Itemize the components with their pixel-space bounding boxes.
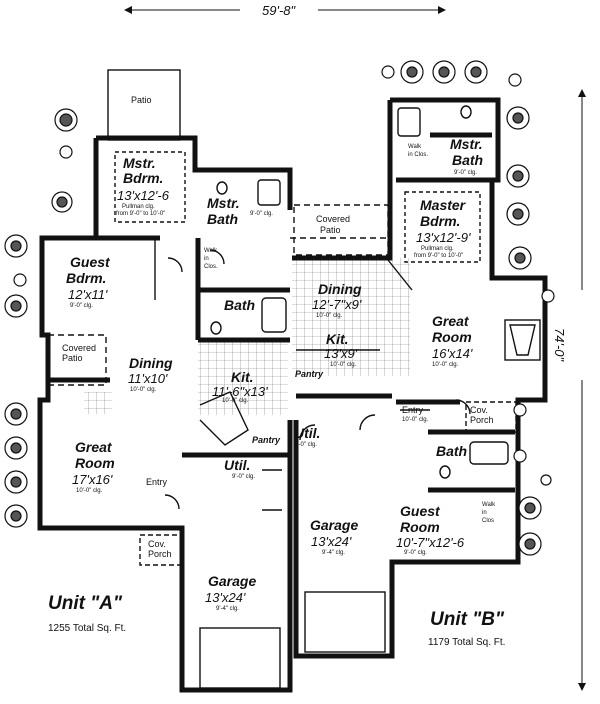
unit-b-walk-in2-l2: in <box>482 510 487 516</box>
unit-b-great-room-name1: Great <box>432 313 469 329</box>
unit-a-guest-bdrm-dim: 12'x11' <box>68 287 108 302</box>
unit-a-pantry-label: Pantry <box>252 435 281 445</box>
unit-b-mstr-bath-name2: Bath <box>452 152 484 168</box>
unit-a-walk-in-l1: Walk <box>204 248 218 254</box>
unit-a-dining-dim: 11'x10' <box>128 371 168 386</box>
unit-a-walls <box>37 135 293 693</box>
unit-b-util-note: 9'-0" clg. <box>294 442 317 448</box>
unit-a-garage-note: 9'-4" clg. <box>216 606 239 612</box>
unit-a-bath-label: Bath <box>224 297 256 313</box>
unit-a-walk-in-l3: Clos. <box>204 264 218 270</box>
unit-b-kit-note: 10'-0" clg. <box>330 362 357 368</box>
unit-b-dining-dim: 12'-7"x9' <box>312 297 362 312</box>
unit-a-mstr-bdrm-name1: Mstr. <box>123 155 156 171</box>
unit-a-kit-note: 10'-0" clg. <box>222 398 249 404</box>
unit-a-cov-porch-l1: Cov. <box>148 539 166 549</box>
unit-b-walk-in2-l1: Walk <box>482 502 496 508</box>
unit-b-bath-label: Bath <box>436 443 468 459</box>
unit-a-mstr-bdrm-note2: from 9'-0" to 10'-0" <box>116 211 166 217</box>
unit-a-great-room-note: 10'-0" clg. <box>76 488 103 494</box>
unit-a-cov-porch-l2: Porch <box>148 549 172 559</box>
unit-b-mstr-bath-name1: Mstr. <box>450 136 483 152</box>
unit-b-cov-porch-l2: Porch <box>470 415 494 425</box>
unit-b-guest-room-name2: Room <box>400 519 440 535</box>
unit-b-cov-porch-l1: Cov. <box>470 405 488 415</box>
unit-a-mstr-bdrm-note1: Pullman clg. <box>122 204 155 210</box>
unit-b-entry-name: Entry <box>402 405 424 415</box>
unit-a-dining-name: Dining <box>129 355 173 371</box>
unit-a-title: Unit "A" <box>48 593 122 614</box>
unit-a-great-room-name2: Room <box>75 455 115 471</box>
unit-a-guest-bdrm-name2: Bdrm. <box>66 270 107 286</box>
unit-b-garage-dim: 13'x24' <box>311 534 352 549</box>
unit-a-walk-in-l2: in <box>204 256 209 262</box>
unit-b-covered-patio-l1: Covered <box>316 214 351 224</box>
unit-b-master-bdrm-note2: from 9'-0" to 10'-0" <box>414 253 464 259</box>
unit-a-kit-dim: 11'-6"x13' <box>212 384 268 399</box>
unit-b-guest-room-dim: 10'-7"x12'-6 <box>396 535 465 550</box>
unit-b-master-bdrm-note1: Pullman clg. <box>421 246 454 252</box>
unit-a-mstr-bath-note: 9'-0" clg. <box>250 211 273 217</box>
unit-b-walk-in-l1: Walk <box>408 144 422 150</box>
unit-b-master-bdrm-dim: 13'x12'-9' <box>416 230 471 245</box>
unit-b-pantry-label: Pantry <box>295 369 324 379</box>
unit-a-guest-bdrm-name1: Guest <box>70 254 110 270</box>
unit-a-sqft: 1255 Total Sq. Ft. <box>48 623 127 634</box>
unit-b-dining-tile <box>292 258 410 376</box>
unit-b-great-room-dim: 16'x14' <box>432 346 473 361</box>
unit-a-mstr-bath-name2: Bath <box>207 211 239 227</box>
unit-a-kitchen-tile <box>198 340 288 415</box>
unit-b-sqft: 1179 Total Sq. Ft. <box>428 637 506 648</box>
unit-b-mstr-bath-note: 9'-0" clg. <box>454 170 477 176</box>
unit-a-covered-patio-l2: Patio <box>62 353 83 363</box>
unit-b-kit-name: Kit. <box>326 331 349 347</box>
unit-a-entry-tile <box>84 392 112 414</box>
unit-b-garage-name: Garage <box>310 517 359 533</box>
unit-a-dining-note: 10'-0" clg. <box>130 387 157 393</box>
unit-b-master-bdrm-name2: Bdrm. <box>420 213 461 229</box>
unit-b-garage-note: 9'-4" clg. <box>322 550 345 556</box>
landscape-trees <box>4 60 555 556</box>
unit-b-master-bdrm-name1: Master <box>420 197 466 213</box>
unit-b-covered-patio-l2: Patio <box>320 225 341 235</box>
unit-a-great-room-dim: 17'x16' <box>72 472 113 487</box>
unit-b-walk-in-l2: in Clos. <box>408 152 429 158</box>
unit-b-great-room-note: 10'-0" clg. <box>432 362 459 368</box>
unit-a-mstr-bdrm-name2: Bdrm. <box>123 170 164 186</box>
unit-a-util-name: Util. <box>224 457 251 473</box>
unit-b-dining-note: 10'-0" clg. <box>316 313 343 319</box>
unit-b-guest-room-name1: Guest <box>400 503 440 519</box>
unit-b-dining-name: Dining <box>318 281 362 297</box>
unit-b-kit-dim: 13'x9' <box>324 346 358 361</box>
interior-details <box>47 69 541 689</box>
unit-b-util-name: Util. <box>294 425 321 441</box>
unit-b-guest-room-note: 9'-0" clg. <box>404 550 427 556</box>
unit-a-great-room-name1: Great <box>75 439 112 455</box>
overall-depth-label: 74'-0" <box>552 328 567 362</box>
unit-a-util-note: 9'-0" clg. <box>232 474 255 480</box>
unit-a-garage-name: Garage <box>208 573 257 589</box>
unit-a-patio-label: Patio <box>131 95 152 105</box>
unit-b-walls <box>292 97 548 659</box>
overall-width-label: 59'-8" <box>262 3 296 18</box>
unit-a-entry-label: Entry <box>146 477 168 487</box>
unit-a-guest-bdrm-note: 9'-0" clg. <box>70 303 93 309</box>
unit-b-entry-note: 10'-0" clg. <box>402 417 429 423</box>
unit-b-title: Unit "B" <box>430 609 504 630</box>
unit-a-kit-name: Kit. <box>231 369 254 385</box>
unit-a-covered-patio-l1: Covered <box>62 343 97 353</box>
unit-a-mstr-bdrm-dim: 13'x12'-6 <box>117 188 169 203</box>
unit-b-great-room-name2: Room <box>432 329 472 345</box>
unit-a-garage-dim: 13'x24' <box>205 590 246 605</box>
unit-a-mstr-bath-name1: Mstr. <box>207 195 240 211</box>
unit-b-walk-in2-l3: Clos <box>482 518 495 524</box>
